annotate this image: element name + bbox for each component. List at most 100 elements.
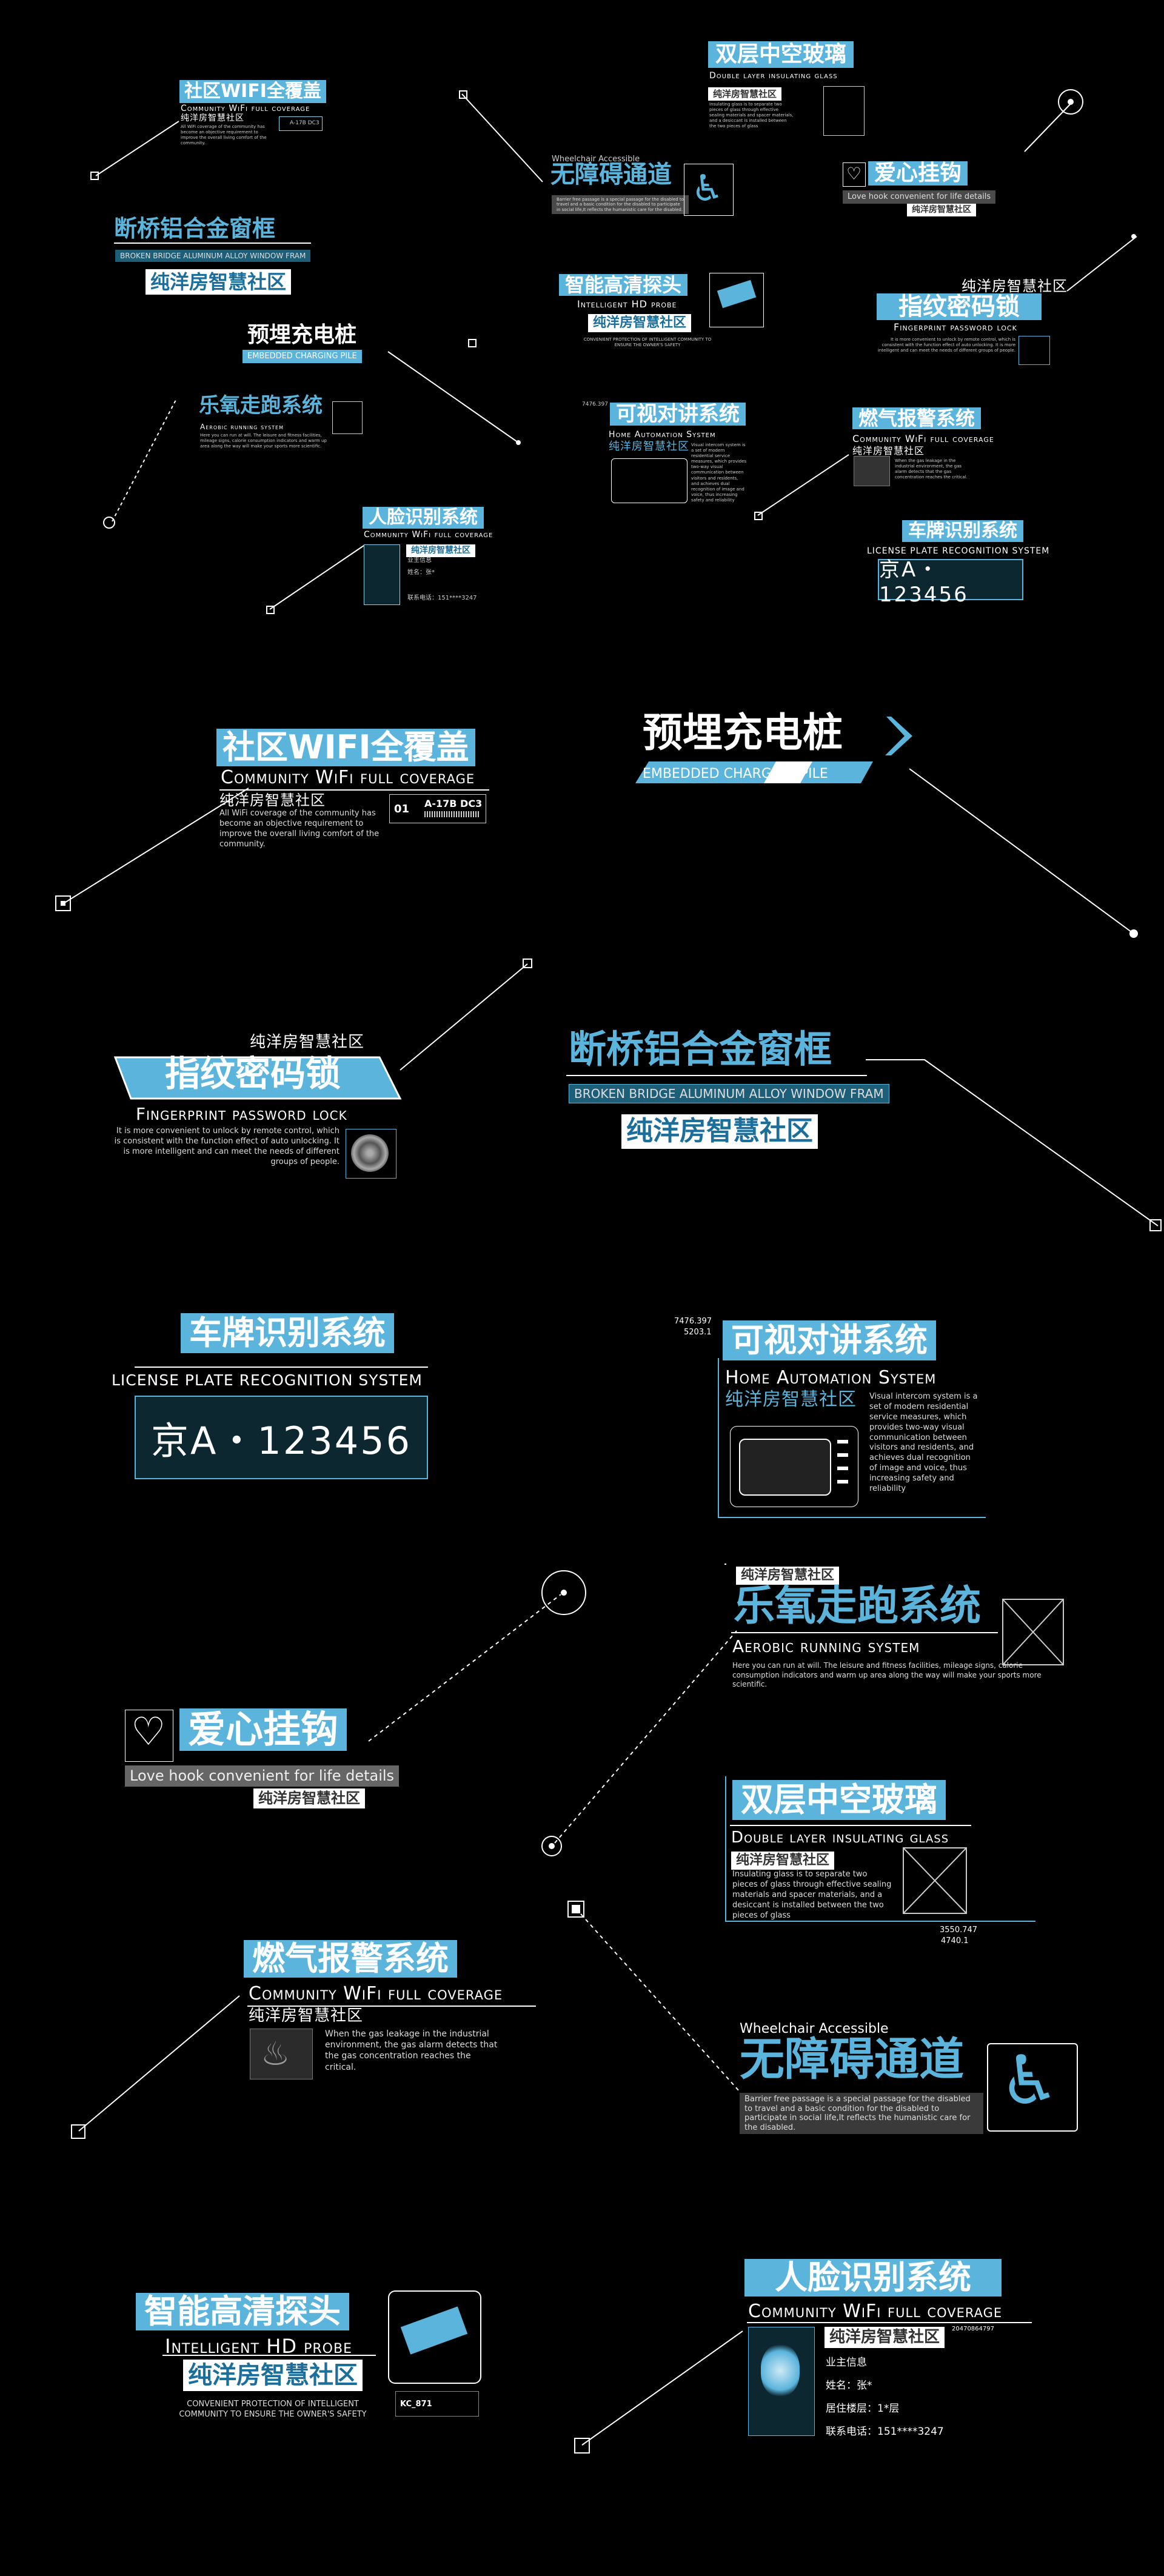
glass-num2: 4740.1 [941,1936,969,1945]
camera-tag-code: KC_871 [400,2400,432,2409]
preview-face-en: Community WiFi full coverage [364,530,493,540]
face-scan-icon [761,2344,800,2397]
camera-desc: CONVENIENT PROTECTION OF INTELLIGENT COM… [179,2400,367,2419]
window-title: 断桥铝合金窗框 [569,1027,832,1071]
intercom-desc: Visual intercom system is a set of moder… [869,1392,978,1494]
face-underline [747,2322,1032,2323]
face-title: 人脸识别系统 [744,2259,1002,2297]
preview-heart-box [843,162,866,187]
intercom-frame [718,1358,986,1518]
glass-en: Double layer insulating glass [731,1828,949,1847]
license-plate: 京A・123456 [135,1396,428,1479]
intercom-num2: 5203.1 [684,1328,712,1337]
preview-gas-icon [854,456,890,486]
running-desc: Here you can run at will. The leisure an… [732,1661,1042,1689]
preview-wifi-desc: All WiFi coverage of the community has b… [181,124,267,146]
glass-desc: Insulating glass is to separate two piec… [732,1870,892,1920]
preview-glass-xbox [823,86,865,136]
gas-title: 燃气报警系统 [244,1940,457,1978]
license-underline [135,1367,428,1368]
wifi-title: 社区WIFI全覆盖 [216,729,475,766]
love-cn: 纯洋房智慧社区 [253,1788,365,1808]
preview-camera-title: 智能高清探头 [559,274,688,296]
preview-wifi-tag [279,116,323,131]
gas-en: Community WiFi full coverage [249,1983,503,2004]
camera-underline [162,2355,376,2356]
preview-wifi-title: 社区WIFI全覆盖 [179,80,326,103]
wifi-tag-barcode [424,811,480,817]
intercom-screen [739,1439,831,1496]
wifi-cn: 纯洋房智慧社区 [219,792,326,809]
preview-fp-desc: It is more convenient to unlock by remot… [877,337,1015,353]
glass-xbox [903,1847,967,1914]
preview-intercom-title: 可视对讲系统 [610,403,746,426]
window-underline [566,1075,867,1076]
preview-license-title: 车牌识别系统 [902,520,1023,542]
preview-license-plate: 京A・123456 [878,558,1023,607]
gas-cn: 纯洋房智慧社区 [249,2007,364,2025]
preview-running-title: 乐氧走跑系统 [199,393,323,418]
preview-barrier-desc: Barrier free passage is a special passag… [552,195,689,215]
love-heart-box [125,1710,173,1762]
gas-icon [250,2029,313,2079]
face-phone: 联系电话：151****3247 [826,2426,944,2438]
wheelchair-icon: ♿ [691,167,724,210]
preview-running-desc: Here you can run at will. The leisure an… [200,433,327,449]
preview-fp-icon [1018,336,1050,365]
window-cn: 纯洋房智慧社区 [621,1114,818,1149]
heart-icon: ♡ [131,1710,166,1755]
glass-cn: 纯洋房智慧社区 [731,1852,835,1870]
preview-fp-cn: 纯洋房智慧社区 [962,278,1068,295]
preview-intercom-num1: 7476.397 [582,401,608,407]
intercom-device [730,1426,858,1507]
preview-window-title: 断桥铝合金窗框 [114,215,276,242]
preview-love-en: Love hook convenient for life details [843,190,996,204]
wifi-en: Community WiFi full coverage [221,767,475,788]
fingerprint-icon [346,1129,396,1179]
intercom-num1: 7476.397 [674,1317,712,1326]
charging-subtitle: EMBEDDED CHARGING PILE [643,766,828,781]
preview-wifi-en: Community WiFi full coverage [181,104,310,113]
glass-underline [730,1825,971,1826]
preview-camera-icon [709,273,764,327]
wifi-underline [219,789,489,791]
preview-intercom-device [611,458,687,503]
preview-glass-cn: 纯洋房智慧社区 [708,87,782,101]
face-info-label: 业主信息 [826,2357,867,2369]
license-en: LICENSE PLATE RECOGNITION SYSTEM [112,1371,423,1389]
preview-wifi-tag-code: A-17B DC3 [290,120,319,126]
preview-gas-desc: When the gas leakage in the industrial e… [895,458,968,480]
face-id: 20470864797 [952,2326,994,2332]
gas-underline [247,2006,536,2007]
face-floor: 居住楼层：1*层 [826,2403,900,2415]
camera-tag [395,2391,479,2417]
preview-barrier-title: 无障碍通道 [550,161,672,189]
wifi-desc: All WiFi coverage of the community has b… [219,809,380,849]
heart-icon: ♡ [846,164,862,184]
barrier-icon-box [987,2043,1078,2132]
preview-face-cn: 纯洋房智慧社区 [406,544,475,557]
preview-love-title: 爱心挂钩 [868,161,968,186]
preview-fp-en: Fingerprint password lock [894,321,1017,333]
preview-barrier-label: Wheelchair Accessible [552,155,640,164]
preview-fp-title: 指纹密码锁 [877,293,1042,320]
love-title: 爱心挂钩 [179,1708,347,1751]
barrier-label: Wheelchair Accessible [740,2021,889,2036]
preview-running-xbox [332,401,363,434]
running-underline [731,1632,998,1633]
face-name: 姓名：张* [826,2380,872,2392]
window-en: BROKEN BRIDGE ALUMINUM ALLOY WINDOW FRAM [569,1084,889,1103]
license-title: 车牌识别系统 [181,1313,394,1353]
charging-banner-shape [635,717,912,783]
preview-gas-title: 燃气报警系统 [852,407,982,429]
flame-icon: ♨ [261,2035,290,2073]
glass-num1: 3550.747 [940,1925,978,1935]
preview-glass-en: Double layer insulating glass [709,71,838,81]
fp-banner-shape [113,1056,402,1100]
gas-desc: When the gas leakage in the industrial e… [325,2029,498,2072]
preview-camera-desc: CONVENIENT PROTECTION OF INTELLIGENT COM… [583,337,712,348]
glass-title: 双层中空玻璃 [732,1780,946,1820]
running-title: 乐氧走跑系统 [734,1582,982,1630]
wheelchair-icon: ♿ [999,2041,1060,2120]
